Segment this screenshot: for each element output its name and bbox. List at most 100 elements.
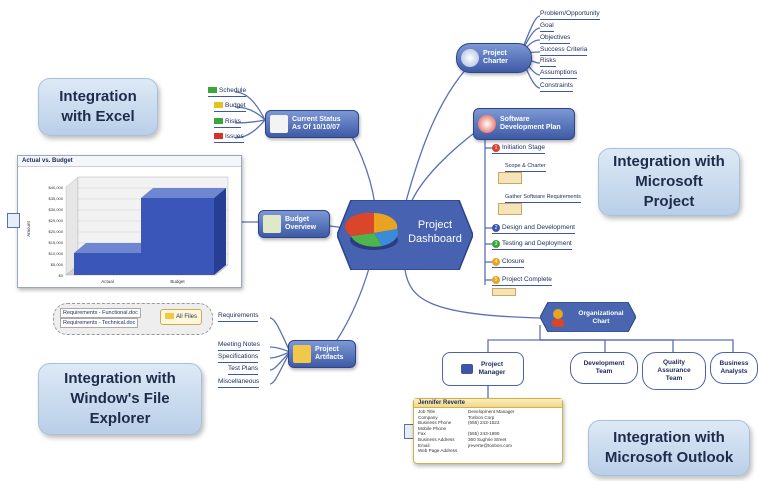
excel-file-icon[interactable]	[7, 213, 20, 228]
ba-line2: Analysts	[720, 368, 748, 375]
budget-label-line1: Budget	[285, 216, 310, 223]
org-chart-shape	[540, 302, 636, 332]
central-title-line1: Project	[417, 219, 453, 231]
status-item-risks-label: Risks	[225, 118, 241, 125]
stage-number-badge: 1	[492, 144, 500, 152]
artifact-requirements[interactable]: Requirements	[218, 312, 259, 322]
status-item-schedule[interactable]: Schedule	[208, 87, 247, 97]
charter-item-success[interactable]: Success Criteria	[540, 46, 588, 56]
charter-label: Project Charter	[483, 50, 508, 65]
bar-chart: $40,000$35,000$30,000$25,000$20,000$15,0…	[26, 176, 229, 284]
excel-chart-panel[interactable]: Actual vs. Budget $40,000$35,000$30,000$…	[17, 155, 242, 288]
devplan-label-line2: Development Plan	[500, 124, 561, 131]
callout-excel-text: Integration with Excel	[59, 88, 137, 125]
contact-field-value: Development Manager	[468, 409, 515, 414]
central-topic-shape	[337, 200, 473, 270]
artifact-meeting-notes[interactable]: Meeting Notes	[218, 341, 260, 351]
topic-budget-overview[interactable]: Budget Overview	[258, 210, 330, 238]
stage-number-badge: 3	[492, 240, 500, 248]
chart-x-tick-label: Actual	[101, 279, 114, 284]
folder-icon	[165, 313, 174, 320]
status-label-line1: Current Status	[292, 116, 341, 123]
project-icon	[478, 115, 496, 133]
topic-project-charter[interactable]: Project Charter	[456, 43, 532, 73]
chart-bar-front	[141, 198, 214, 275]
all-files-button[interactable]: All Files	[160, 309, 203, 325]
status-item-budget-label: Budget	[225, 102, 246, 109]
topic-project-artifacts[interactable]: Project Artifacts	[288, 340, 356, 368]
telescope-icon	[461, 49, 479, 67]
status-item-schedule-label: Schedule	[219, 87, 247, 94]
green-flag-icon	[208, 87, 217, 94]
stage-complete-dates	[492, 288, 516, 296]
status-item-budget[interactable]: Budget	[214, 102, 246, 112]
subtask-scope[interactable]: Scope & Charter	[505, 162, 546, 172]
contact-field-label: Job Title	[418, 409, 436, 414]
file-functional-doc[interactable]: Requirements - Functional.doc	[60, 308, 141, 318]
artifact-test-plans[interactable]: Test Plans	[228, 365, 258, 375]
stage-initiation-label: Initiation Stage	[502, 144, 546, 151]
artifacts-label-line1: Project	[315, 346, 339, 353]
ba-line1: Business	[719, 360, 749, 367]
charter-item-objectives[interactable]: Objectives	[540, 34, 571, 44]
subtask-scope-dates	[498, 172, 522, 184]
qa-team-line3: Team	[665, 375, 683, 382]
org-label-line1: Organizational	[578, 310, 624, 317]
status-label-line2: As Of 10/10/07	[292, 124, 340, 131]
status-item-issues-label: Issues	[225, 133, 244, 140]
charter-item-constraints[interactable]: Constraints	[540, 82, 573, 92]
central-topic[interactable]: Project Dashboard	[337, 200, 473, 270]
status-item-risks[interactable]: Risks	[214, 118, 241, 128]
topic-current-status[interactable]: Current Status As Of 10/10/07	[265, 110, 359, 138]
red-flag-icon	[214, 133, 223, 140]
file-technical-doc[interactable]: Requirements - Technical.doc	[60, 318, 139, 328]
stage-number-badge: 2	[492, 224, 500, 232]
contact-field-label: Mobile Phone	[418, 425, 447, 431]
money-icon	[263, 215, 281, 233]
folder-icon	[293, 345, 311, 363]
contact-field-label: Fax	[418, 431, 426, 437]
subtask-requirements[interactable]: Gather Software Requirements	[505, 193, 581, 203]
chart-x-tick-label: Budget	[170, 279, 185, 284]
topic-software-dev-plan[interactable]: Software Development Plan	[473, 108, 575, 140]
chart-y-tick-label: $0	[59, 273, 64, 278]
contact-field-value: jreverte@tonbon.com	[468, 442, 512, 448]
dev-team-line2: Team	[595, 368, 613, 375]
topic-org-chart[interactable]: Organizational Chart	[540, 302, 636, 332]
contact-field-value: Tonbon Corp	[468, 414, 495, 420]
pie-chart-icon	[344, 212, 398, 250]
artifact-miscellaneous[interactable]: Miscellaneous	[218, 378, 260, 388]
stage-closure-label: Closure	[502, 258, 525, 265]
charter-item-goal[interactable]: Goal	[540, 22, 554, 32]
stage-testing-label: Testing and Deployment	[502, 240, 572, 247]
charter-item-problem[interactable]: Problem/Opportunity	[540, 10, 600, 20]
subtask-scope-label: Scope & Charter	[505, 163, 546, 169]
yellow-flag-icon	[214, 102, 223, 109]
chart-y-tick-label: $15,000	[49, 240, 64, 245]
chart-y-tick-label: $25,000	[49, 218, 64, 223]
chart-y-tick-label: $5,000	[51, 262, 64, 267]
artifact-specifications[interactable]: Specifications	[218, 353, 259, 363]
callout-explorer-text: Integration with Window's File Explorer	[64, 370, 176, 427]
clipboard-icon	[270, 115, 288, 133]
charter-item-risks[interactable]: Risks	[540, 57, 556, 67]
callout-excel: Integration with Excel	[38, 78, 158, 136]
status-item-issues[interactable]: Issues	[214, 133, 244, 143]
qa-team-line1: Quality	[662, 359, 686, 366]
dev-team-line1: Development	[583, 360, 625, 367]
callout-project: Integration with Microsoft Project	[598, 148, 740, 216]
charter-item-assumptions[interactable]: Assumptions	[540, 69, 578, 79]
